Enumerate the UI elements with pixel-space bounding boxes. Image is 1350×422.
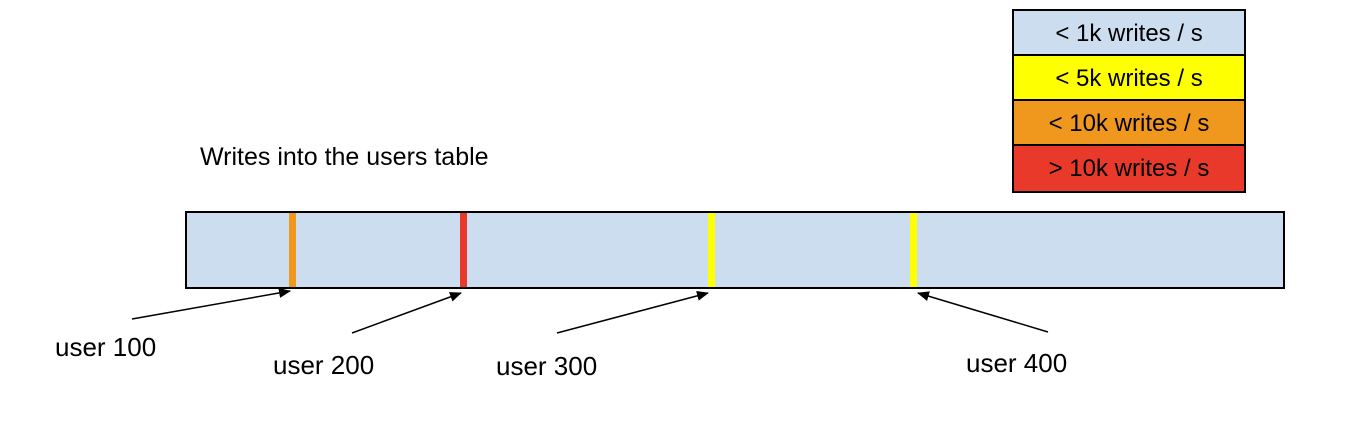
- legend-item-lt-10k: < 10k writes / s: [1014, 101, 1244, 146]
- legend-item-lt-1k-label: < 1k writes / s: [1055, 20, 1203, 47]
- label-user-300: user 300: [496, 351, 598, 381]
- arrow-user-200: [351, 292, 462, 334]
- legend-item-lt-1k: < 1k writes / s: [1014, 11, 1244, 56]
- arrow-user-300: [556, 290, 709, 334]
- label-user-400: user 400: [966, 348, 1068, 378]
- legend-item-lt-5k-label: < 5k writes / s: [1055, 65, 1203, 92]
- legend-item-lt-5k: < 5k writes / s: [1014, 56, 1244, 101]
- diagram-title: Writes into the users table: [200, 143, 489, 171]
- legend: < 1k writes / s < 5k writes / s < 10k wr…: [1012, 9, 1246, 193]
- legend-item-gt-10k: > 10k writes / s: [1014, 146, 1244, 191]
- label-user-100: user 100: [55, 332, 157, 362]
- stripe-user-100: [288, 213, 296, 287]
- users-table-bar: [185, 211, 1285, 289]
- arrow-user-100: [131, 287, 291, 320]
- legend-item-gt-10k-label: > 10k writes / s: [1048, 155, 1210, 182]
- stripe-user-400: [910, 213, 918, 287]
- arrow-user-400: [917, 291, 1049, 333]
- label-user-200: user 200: [273, 350, 375, 380]
- legend-item-lt-10k-label: < 10k writes / s: [1048, 110, 1210, 137]
- stripe-user-200: [459, 213, 467, 287]
- stripe-user-300: [707, 213, 715, 287]
